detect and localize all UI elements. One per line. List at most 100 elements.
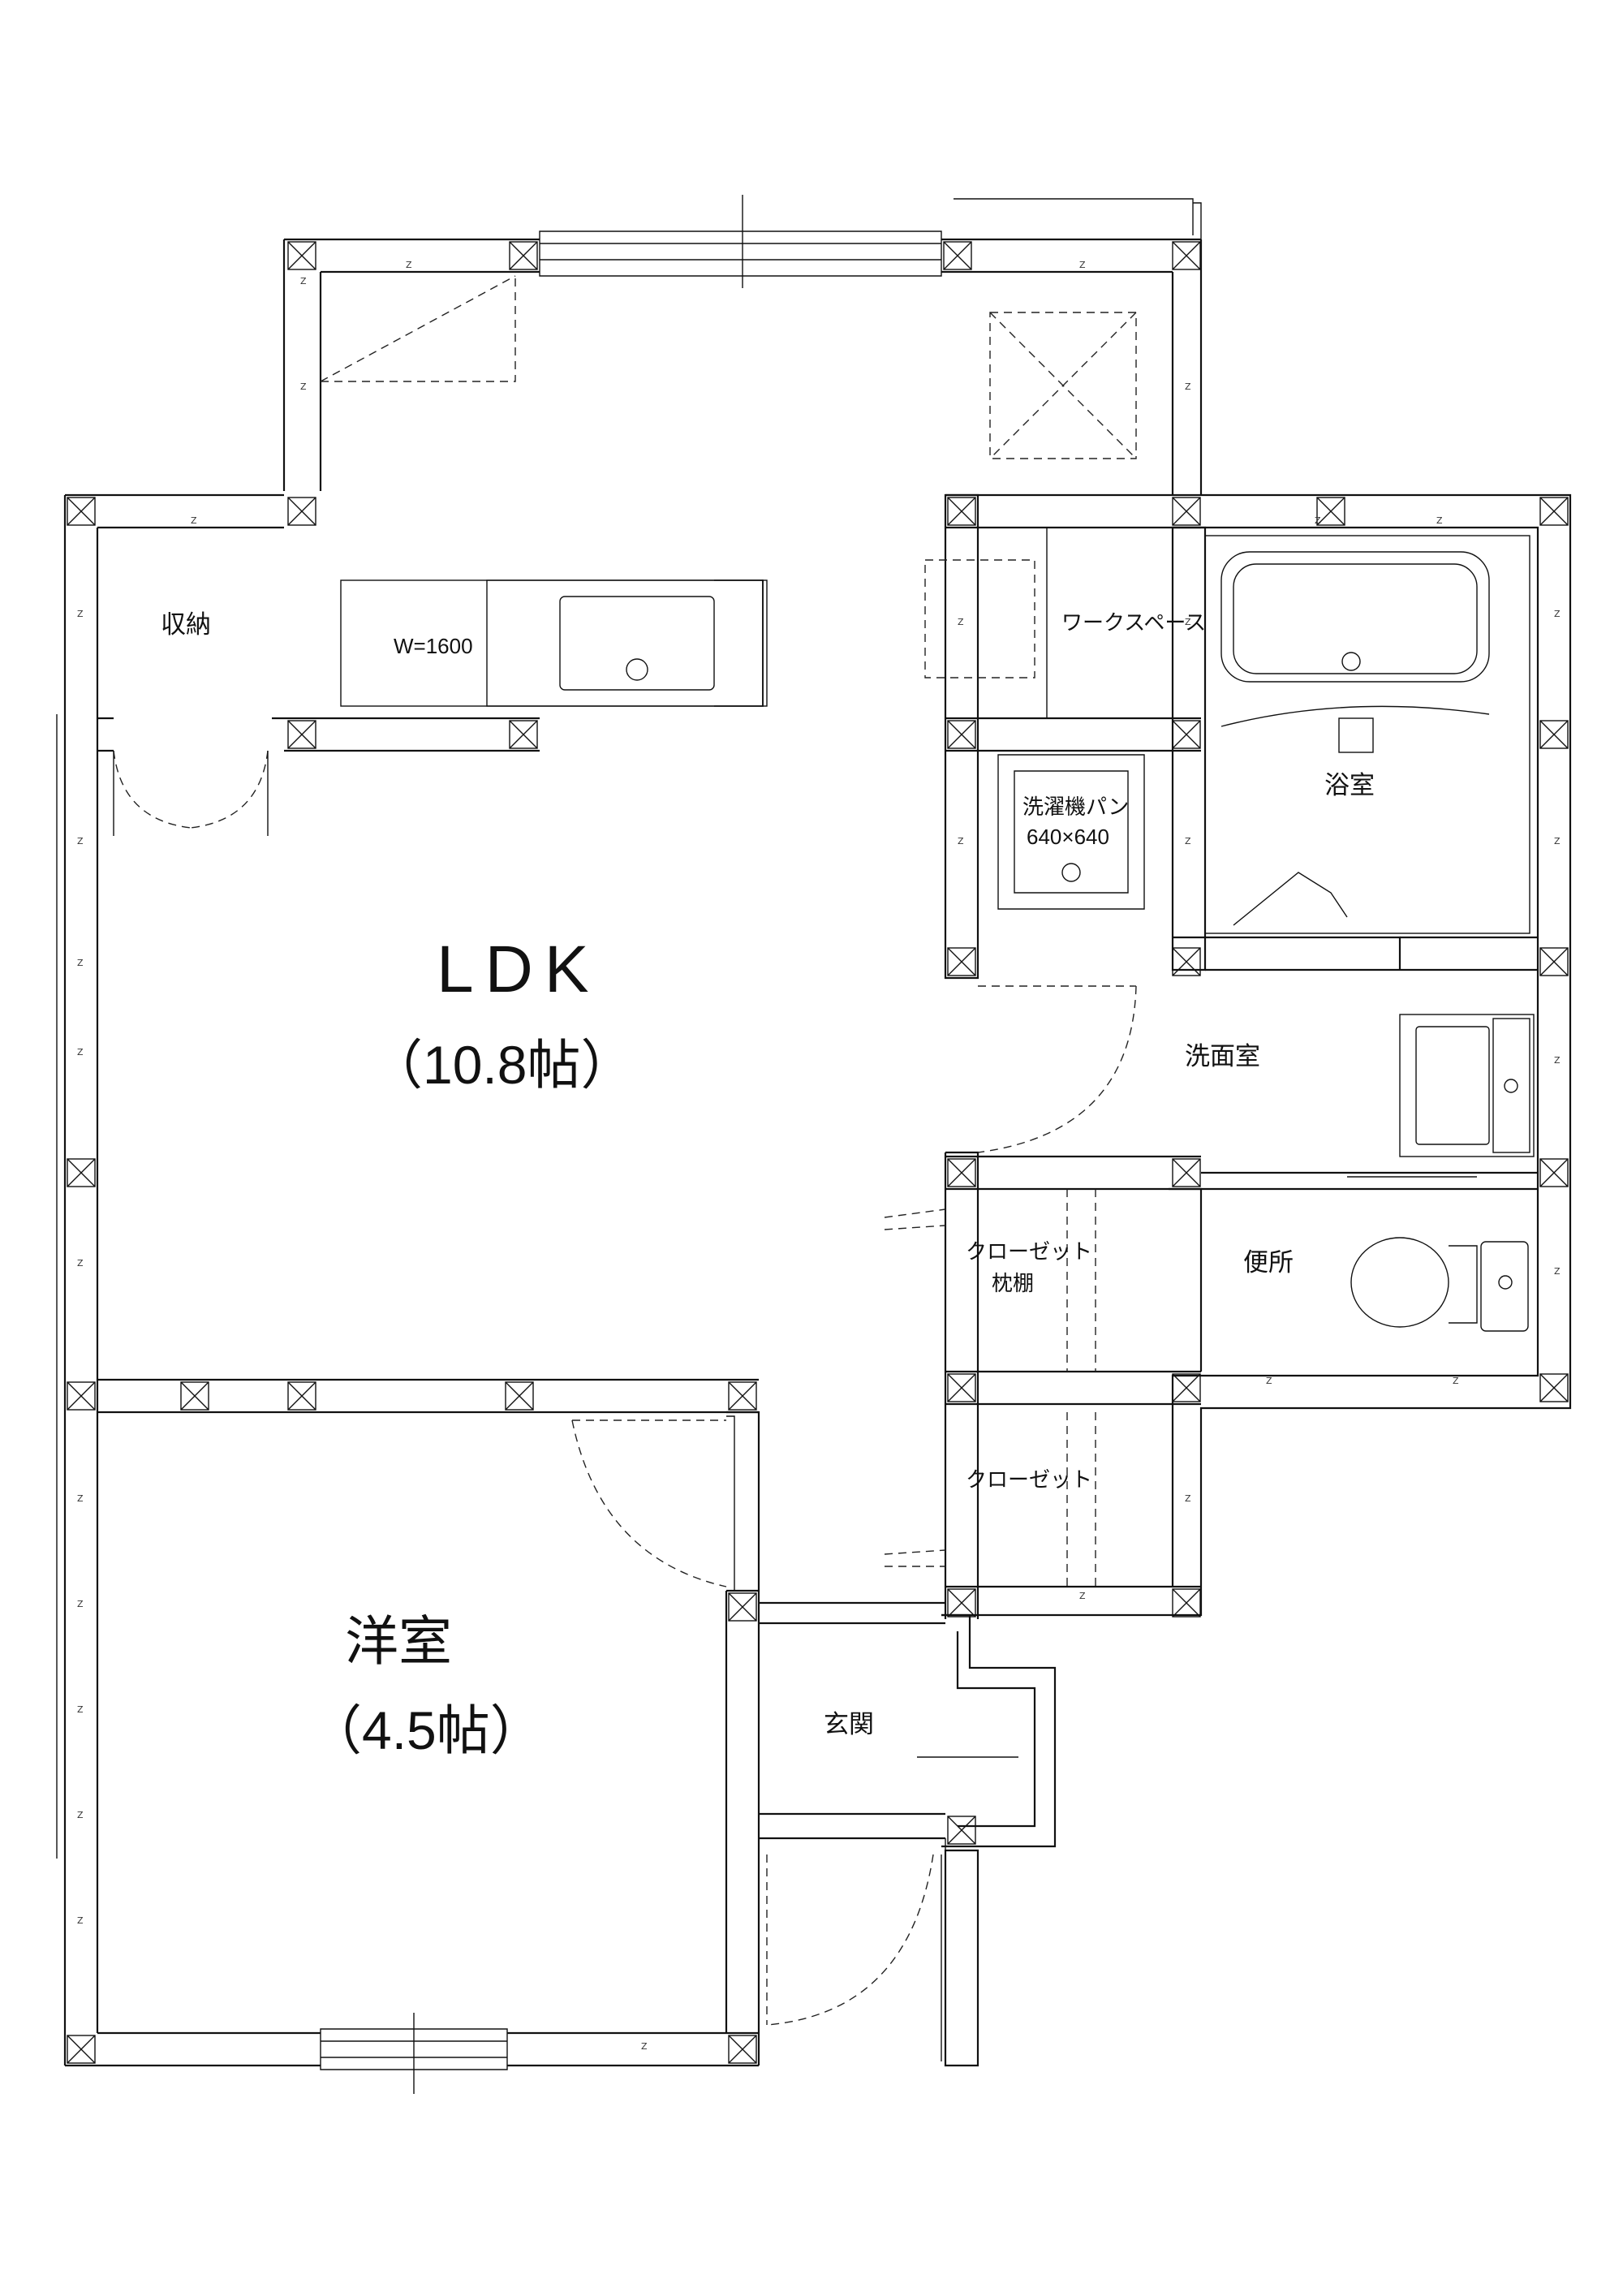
column-mark-cross [947,947,976,976]
column-mark-cross [505,1381,534,1411]
column-mark-cross [728,1592,757,1622]
column-mark [1539,947,1569,976]
work-space: ワークスペース [924,528,1206,718]
stud-mark: Z [77,1258,84,1269]
column-mark-cross [943,241,972,270]
bathroom: 浴室 [1204,535,1530,934]
column-mark [947,1158,976,1187]
column-mark [728,2035,757,2064]
column-mark [287,720,316,749]
stud-mark: Z [77,1704,84,1715]
stud-mark: Z [77,836,84,846]
room-labels: LDK （10.8帖） 洋室 （4.5帖） [308,933,634,1760]
entrance-label: 玄関 [824,1710,874,1738]
column-mark-cross [287,1381,316,1411]
stud-mark: Z [77,1599,84,1609]
stud-mark: Z [641,2041,648,2052]
column-mark [1539,1158,1569,1187]
column-mark-cross [287,241,316,270]
ldk-name: LDK [437,933,601,1006]
column-mark-cross [1172,720,1201,749]
bathroom-label: 浴室 [1324,771,1375,799]
washer-pan-size: 640×640 [1027,825,1109,849]
kitchen: W=1600 [320,275,1137,707]
column-mark-cross [67,1381,96,1411]
stud-mark: Z [1436,515,1443,526]
column-mark [1172,1158,1201,1187]
column-mark-cross [287,497,316,526]
column-mark-cross [509,720,538,749]
closets: クローゼット 枕棚 クローゼット [884,1189,1096,1591]
stud-mark: Z [1554,1266,1561,1277]
column-mark [509,241,538,270]
column-mark-cross [1316,497,1345,526]
column-mark [1172,497,1201,526]
column-mark-cross [728,2035,757,2064]
column-mark-cross [1539,947,1569,976]
column-mark [1172,241,1201,270]
column-mark [728,1592,757,1622]
western-room-door[interactable] [571,1415,735,1591]
column-mark-cross [947,1588,976,1618]
closet-shelf-sub: 枕棚 [992,1271,1034,1295]
column-mark [67,2035,96,2064]
toilet-label: 便所 [1243,1248,1294,1277]
column-mark-cross [947,1816,976,1845]
column-mark [947,720,976,749]
column-mark [943,241,972,270]
column-mark-cross [180,1381,209,1411]
column-mark-cross [1539,497,1569,526]
stud-mark: Z [1554,609,1561,619]
column-mark [287,241,316,270]
column-mark [287,1381,316,1411]
closet-shelf-name: クローゼット [966,1239,1092,1264]
stud-mark: Z [1554,1055,1561,1066]
closet-label: クローゼット [966,1467,1092,1492]
stud-mark: Z [958,836,964,846]
stud-mark: Z [1185,1493,1191,1504]
column-mark [1172,1588,1201,1618]
column-mark-cross [947,720,976,749]
column-mark [509,720,538,749]
stud-mark: Z [406,260,412,270]
column-mark [1172,947,1201,976]
column-mark-cross [1539,1373,1569,1402]
column-mark [67,1158,96,1187]
work-space-label: ワークスペース [1061,610,1206,635]
storage-label: 収納 [161,610,211,639]
stud-mark: Z [77,958,84,968]
column-mark-cross [1172,241,1201,270]
column-mark-cross [67,1158,96,1187]
column-mark-cross [947,497,976,526]
column-mark-cross [947,1373,976,1402]
column-mark [1539,720,1569,749]
stud-mark: Z [1185,617,1191,627]
column-mark-cross [1172,947,1201,976]
stud-mark: Z [1079,260,1086,270]
front-door[interactable] [766,1854,942,2061]
column-mark [947,1588,976,1618]
column-mark-cross [1172,1373,1201,1402]
stud-mark: Z [958,617,964,627]
column-mark [728,1381,757,1411]
column-mark [67,497,96,526]
stud-mark: Z [1315,515,1321,526]
column-mark-cross [509,241,538,270]
stud-mark: Z [77,1810,84,1820]
column-mark [1539,1373,1569,1402]
ldk-size: （10.8帖） [369,1035,634,1095]
column-mark [287,497,316,526]
interior-walls [97,493,1538,2033]
entrance: 玄関 [824,1710,1018,1850]
column-mark-cross [1172,1158,1201,1187]
stud-mark: Z [77,1493,84,1504]
column-mark-cross [947,1158,976,1187]
column-mark-cross [67,497,96,526]
kitchen-width-label: W=1600 [394,634,473,658]
stud-mark: Z [300,276,307,286]
stud-mark: Z [77,609,84,619]
column-mark-cross [1172,497,1201,526]
column-marks [67,241,1569,2064]
stud-mark: Z [1185,381,1191,392]
column-mark [947,497,976,526]
